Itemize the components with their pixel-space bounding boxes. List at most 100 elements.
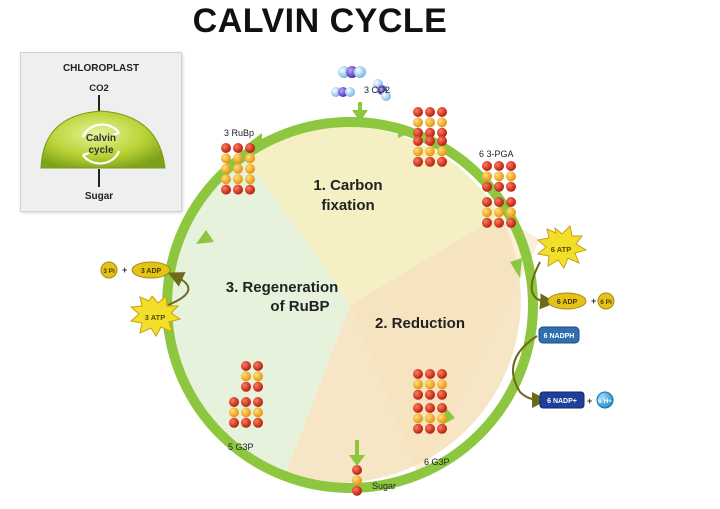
phosphate-bead	[352, 485, 362, 496]
inset-co2-label: CO2	[89, 83, 109, 94]
phosphate-bead	[229, 417, 239, 428]
carbon-bead	[437, 146, 447, 157]
fixation-label-line1: 1. Carbon	[313, 177, 382, 194]
carbon-bead	[233, 174, 243, 185]
phosphate-bead	[425, 107, 435, 117]
pga-right2-chain-2	[494, 197, 504, 228]
carbon-bead	[245, 174, 255, 185]
inset-heading: CHLOROPLAST	[63, 63, 139, 74]
phosphate-bead	[482, 217, 492, 228]
carbon-bead	[482, 207, 492, 218]
atp-right-label: 6 ATP	[551, 245, 571, 254]
phosphate-bead	[241, 397, 251, 407]
pga-right-chain-1	[482, 161, 492, 192]
phosphate-bead	[437, 127, 447, 138]
atp-right-arrow	[530, 261, 556, 310]
phosphate-bead	[425, 389, 435, 400]
adp-pill-right	[547, 292, 587, 310]
phosphate-bead	[494, 181, 504, 192]
pga-label: 6 3-PGA	[479, 149, 514, 159]
sugar-label: Sugar	[372, 481, 396, 491]
phosphate-bead	[245, 143, 255, 153]
g3p-recycled-chain-2	[241, 397, 251, 428]
phosphate-bead	[221, 184, 231, 195]
atp-input-left: 3 Pi + 3 ADP 3 ATP	[100, 261, 190, 337]
phosphate-bead	[253, 361, 263, 371]
phosphate-bead	[482, 161, 492, 171]
phosphate-bead	[221, 143, 231, 153]
atp-burst-icon	[536, 224, 588, 270]
carbon-bead	[221, 163, 231, 174]
carbon-bead	[221, 153, 231, 164]
h-circle	[596, 391, 614, 409]
pga-top2-chain-2	[425, 136, 435, 167]
phosphate-bead	[437, 423, 447, 434]
atp-left-arrow	[167, 272, 190, 306]
phosphate-bead	[425, 403, 435, 413]
phosphate-bead	[506, 181, 516, 192]
phosphate-bead	[413, 403, 423, 413]
chloroplast-inset-graphic: CHLOROPLAST CO2 Calvin cycle Sugar	[40, 63, 166, 202]
phosphate-bead	[437, 156, 447, 167]
phosphate-bead	[437, 389, 447, 400]
nadp-pill	[539, 391, 585, 409]
phosphate-bead	[425, 369, 435, 379]
phosphate-bead	[425, 127, 435, 138]
g3p-recycled-top-chain-1	[241, 361, 251, 392]
nadph-label: 6 NADPH	[544, 333, 575, 340]
phosphate-bead	[413, 389, 423, 400]
pga-top2-chain-1	[413, 136, 423, 167]
phosphate-bead	[437, 107, 447, 117]
carbon-bead	[241, 371, 251, 382]
phosphate-bead	[425, 156, 435, 167]
adp-pill-left	[131, 261, 171, 279]
phosphate-bead	[482, 197, 492, 207]
carbon-bead	[413, 146, 423, 157]
pga-right-chain-2	[494, 161, 504, 192]
carbon-bead	[245, 163, 255, 174]
phosphate-bead	[506, 217, 516, 228]
phosphate-bead	[413, 107, 423, 117]
phosphate-bead	[245, 184, 255, 195]
carbon-bead	[437, 379, 447, 390]
pi-circle-right	[597, 292, 615, 310]
phosphate-bead	[425, 423, 435, 434]
plus-right-2: +	[587, 396, 592, 406]
fixation-sector	[245, 126, 500, 306]
phosphate-bead	[494, 161, 504, 171]
sugar-chain	[352, 465, 362, 496]
phosphate-bead	[437, 369, 447, 379]
sugar-arrow-head	[349, 455, 365, 466]
phase-sectors	[167, 126, 540, 483]
g3p-reduced-chain-3	[437, 369, 447, 400]
plus-left: +	[122, 265, 127, 275]
pga-right2-chain-3	[506, 197, 516, 228]
phosphate-bead	[241, 361, 251, 371]
carbon-bead	[437, 413, 447, 424]
phosphate-bead	[413, 127, 423, 138]
pi-circle-left	[100, 261, 118, 279]
carbon-bead	[233, 163, 243, 174]
pga-top2-chain-3	[437, 136, 447, 167]
carbon-bead	[413, 413, 423, 424]
phosphate-bead	[241, 417, 251, 428]
g3p-recycled-label: 5 G3P	[228, 442, 254, 452]
phosphate-bead	[253, 381, 263, 392]
pi-left-label: 3 Pi	[103, 268, 115, 275]
pga-top-chain-3	[437, 107, 447, 138]
carbon-bead	[413, 379, 423, 390]
regeneration-label-line2: of RuBP	[270, 298, 329, 315]
reduction-label: 2. Reduction	[375, 315, 465, 332]
carbon-bead	[425, 146, 435, 157]
carbon-bead	[425, 379, 435, 390]
ring-arrow-right	[510, 258, 522, 278]
page-title: CALVIN CYCLE	[192, 2, 448, 40]
reduction-shade	[350, 215, 540, 480]
rubp-label: 3 RuBp	[224, 128, 254, 138]
carbon-bead	[352, 475, 362, 486]
phosphate-bead	[506, 161, 516, 171]
phosphate-bead	[413, 136, 423, 146]
pi-right-label: 6 Pi	[600, 299, 612, 306]
co2-label: 3 CO2	[364, 85, 390, 95]
